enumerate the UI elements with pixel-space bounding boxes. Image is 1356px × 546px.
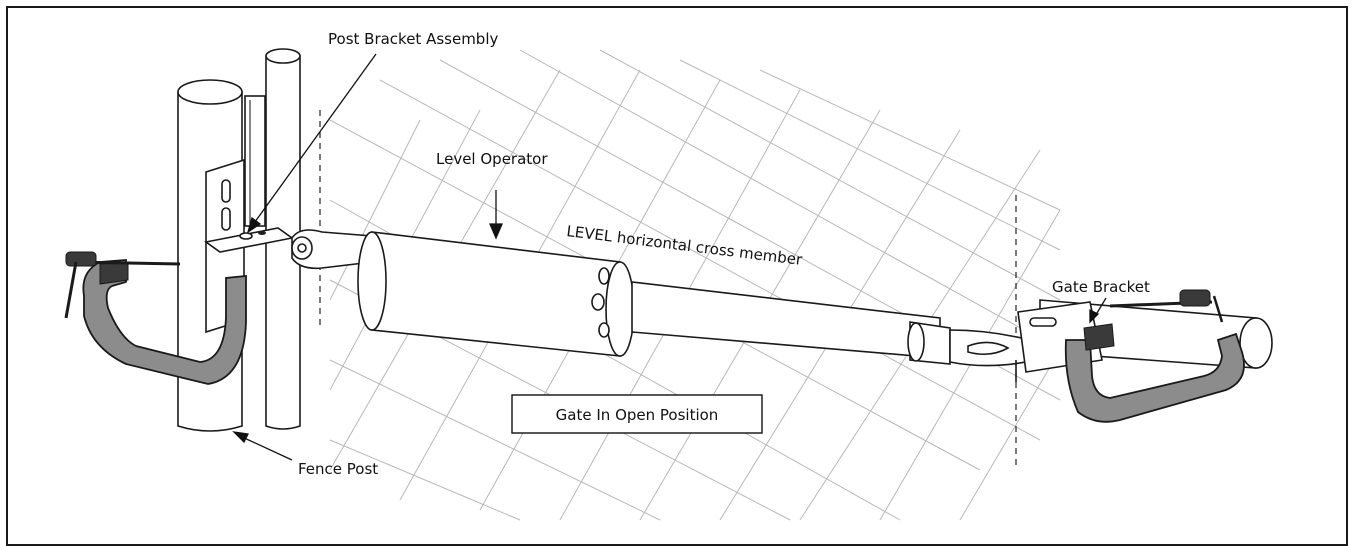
callout-arrows: [232, 53, 1107, 461]
left-c-clamp: [64, 251, 247, 385]
post-bracket-label: Post Bracket Assembly: [328, 30, 498, 48]
gate-bracket-label: Gate Bracket: [1052, 278, 1150, 296]
gate-position-caption: Gate In Open Position: [511, 394, 763, 434]
right-c-clamp: [1064, 289, 1245, 423]
level-operator-label: Level Operator: [436, 150, 548, 168]
fence-post-label: Fence Post: [298, 460, 378, 478]
level-operator: [291, 229, 1038, 382]
dashed-guide-lines: [319, 110, 1017, 465]
installation-diagram: Post Bracket Assembly Level Operator LEV…: [64, 30, 1273, 521]
gate-position-text: Gate In Open Position: [556, 406, 719, 424]
